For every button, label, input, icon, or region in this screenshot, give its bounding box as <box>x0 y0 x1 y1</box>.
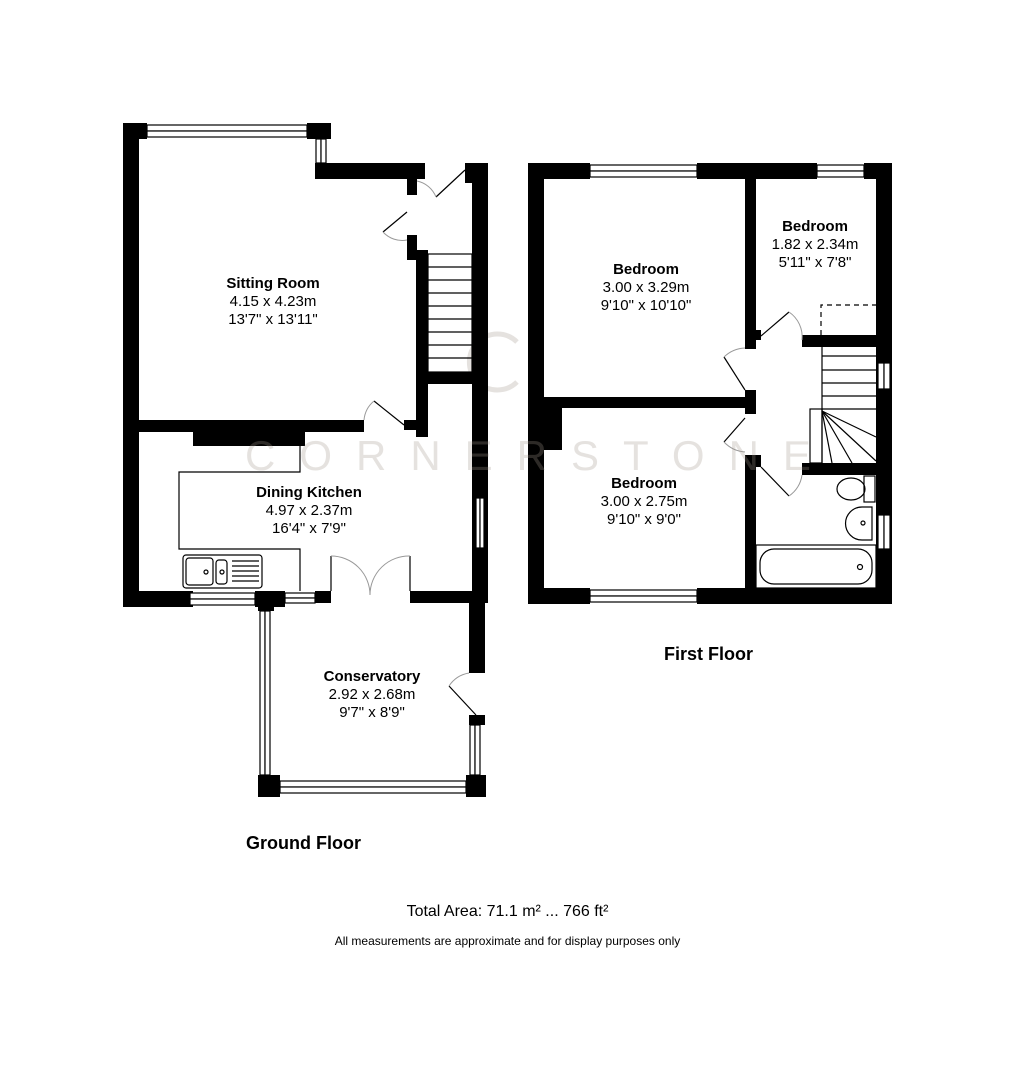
room-name: Bedroom <box>782 218 848 235</box>
room-dimensions-imperial: 13'7" x 13'11" <box>228 311 318 328</box>
floor-title-ground: Ground Floor <box>246 833 361 853</box>
room-dimensions-metric: 1.82 x 2.34m <box>771 236 859 253</box>
room-name: Dining Kitchen <box>256 484 362 501</box>
total-area: Total Area: 71.1 m² ... 766 ft² <box>406 903 609 920</box>
watermark-text: CORNERSTONE <box>245 432 835 479</box>
room-dimensions-metric: 3.00 x 3.29m <box>602 279 690 296</box>
room-dimensions-metric: 4.15 x 4.23m <box>229 293 317 310</box>
floor-title-first: First Floor <box>664 644 753 664</box>
room-name: Conservatory <box>323 668 421 685</box>
room-name: Bedroom <box>613 261 679 278</box>
room-label-bedroom-1: Bedroom 3.00 x 3.29m 9'10" x 10'10" <box>601 261 692 315</box>
first-floor-walls <box>528 163 892 604</box>
disclaimer: All measurements are approximate and for… <box>334 934 681 948</box>
room-dimensions-metric: 2.92 x 2.68m <box>328 686 416 703</box>
ground-floor-walls <box>123 123 488 797</box>
room-dimensions-imperial: 9'10" x 9'0" <box>607 511 681 528</box>
room-dimensions-metric: 3.00 x 2.75m <box>600 493 688 510</box>
room-label-bedroom-3: Bedroom 3.00 x 2.75m 9'10" x 9'0" <box>601 475 688 529</box>
watermark-logo-icon <box>466 331 519 393</box>
room-label-conservatory: Conservatory 2.92 x 2.68m 9'7" x 8'9" <box>324 668 421 722</box>
first-floor-fixtures <box>723 304 877 589</box>
room-name: Sitting Room <box>226 275 320 292</box>
room-dimensions-metric: 4.97 x 2.37m <box>265 502 353 519</box>
room-dimensions-imperial: 5'11" x 7'8" <box>778 254 852 271</box>
room-dimensions-imperial: 9'7" x 8'9" <box>339 704 405 721</box>
room-label-sitting-room: Sitting Room 4.15 x 4.23m 13'7" x 13'11" <box>226 275 319 329</box>
room-label-bedroom-2: Bedroom 1.82 x 2.34m 5'11" x 7'8" <box>772 218 859 272</box>
room-dimensions-imperial: 9'10" x 10'10" <box>600 297 692 314</box>
room-label-dining-kitchen: Dining Kitchen 4.97 x 2.37m 16'4" x 7'9" <box>256 484 362 538</box>
ground-floor-fixtures <box>178 169 477 716</box>
room-name: Bedroom <box>611 475 677 492</box>
room-dimensions-imperial: 16'4" x 7'9" <box>272 520 346 537</box>
